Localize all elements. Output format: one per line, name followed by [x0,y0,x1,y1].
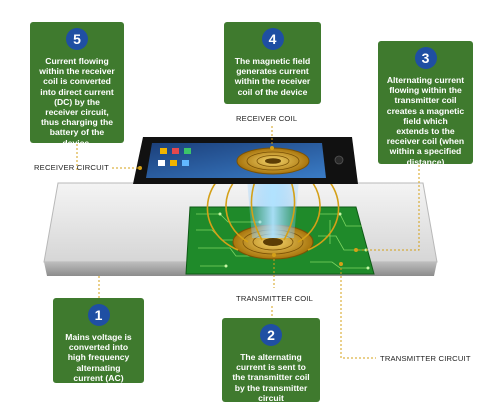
step-3-box: 3 Alternating current flowing within the… [378,41,473,167]
step-4-box: 4 The magnetic field generates current w… [224,22,321,104]
step-4-number: 4 [261,28,284,50]
receiver-coil [236,147,310,175]
step-3-number: 3 [414,47,437,69]
step-2-text: The alternating current is sent to the t… [232,352,310,403]
step-1-text: Mains voltage is converted into high fre… [65,332,132,383]
step-5-number: 5 [66,28,88,50]
magnetic-field [206,159,340,251]
leader-dots [138,146,358,266]
receiver-circuit-label: RECEIVER CIRCUIT [34,163,109,172]
step-5-text: Current flowing within the receiver coil… [39,56,115,148]
step-2-box: 2 The alternating current is sent to the… [222,318,320,403]
receiver-coil-label: RECEIVER COIL [236,114,298,123]
step-2-number: 2 [260,324,282,346]
transmitter-coil-label: TRANSMITTER COIL [236,294,314,303]
step-1-box: 1 Mains voltage is converted into high f… [53,298,144,383]
step-4-text: The magnetic field generates current wit… [234,56,311,97]
leader-lines [76,126,420,359]
transmitter-circuit-label: TRANSMITTER CIRCUIT [380,354,471,363]
step-3-text: Alternating current flowing within the t… [386,75,465,167]
step-5-box: 5 Current flowing within the receiver co… [30,22,124,148]
step-1-number: 1 [87,304,110,326]
